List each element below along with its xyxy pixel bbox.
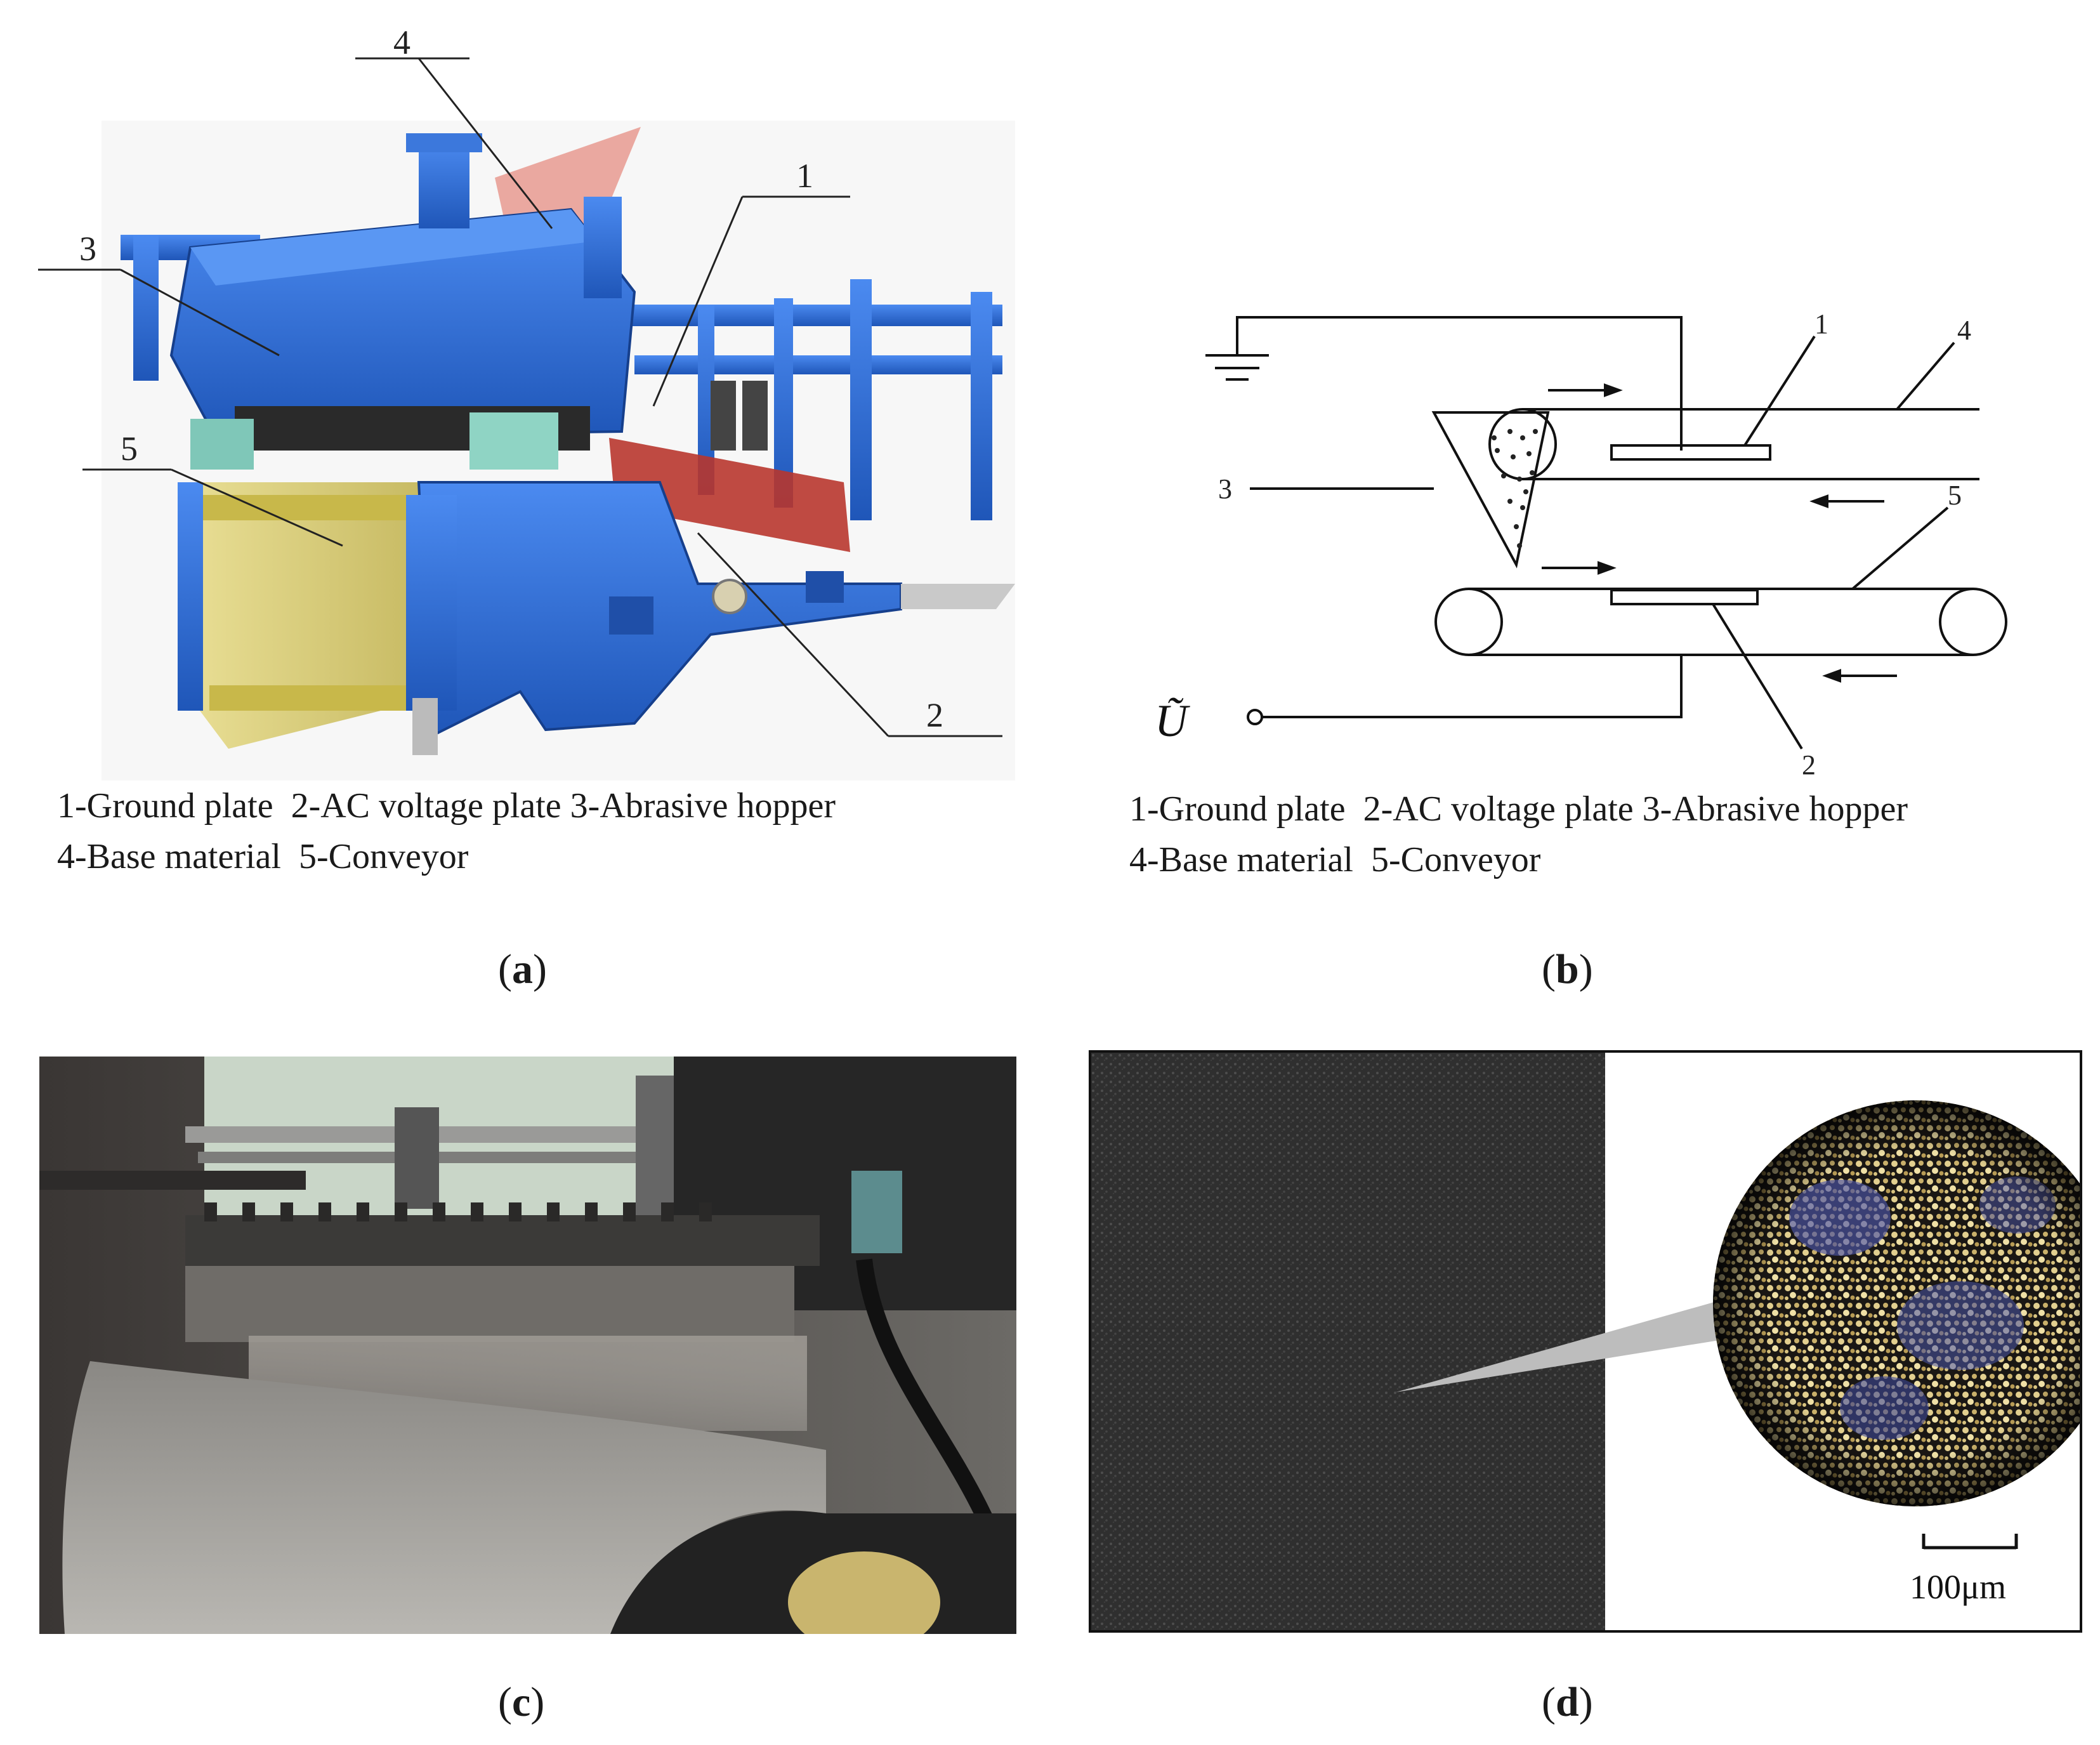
panel-c-label: (c) (498, 1679, 545, 1725)
callout-2: 2 (926, 696, 943, 734)
panel-c-photo (39, 1057, 1016, 1634)
callout-3: 3 (79, 230, 96, 268)
callout-4: 4 (393, 25, 410, 62)
schematic-callout-2: 2 (1802, 749, 1816, 780)
schematic-diagram: 1 4 3 5 2 Ũ (1155, 308, 2007, 780)
callout-1: 1 (796, 157, 813, 195)
scale-bar-label: 100μm (1910, 1568, 2006, 1606)
coating-line-photo (39, 1057, 1016, 1634)
schematic-callout-3: 3 (1218, 473, 1232, 504)
machine-model-illustration: 4 1 3 5 2 (38, 23, 1015, 780)
panel-b: 1 4 3 5 2 Ũ (1104, 241, 2081, 787)
panel-b-caption-line2: 4-Base material 5-Conveyor (1129, 840, 1541, 879)
panel-b-caption-line1: 1-Ground plate 2-AC voltage plate 3-Abra… (1129, 789, 1908, 829)
callout-5: 5 (121, 430, 138, 468)
schematic-callout-5: 5 (1948, 480, 1962, 511)
panel-a-caption-line1: 1-Ground plate 2-AC voltage plate 3-Abra… (57, 786, 836, 826)
panel-d-label: (d) (1542, 1679, 1593, 1725)
panel-a-caption-line2: 4-Base material 5-Conveyor (57, 837, 469, 876)
panel-d-frame: 100μm (1089, 1050, 2082, 1633)
schematic-callout-4: 4 (1957, 315, 1971, 346)
abrasive-surface-micrograph: 100μm (1091, 1053, 2080, 1630)
panel-a-label: (a) (498, 946, 547, 992)
schematic-callout-1: 1 (1815, 308, 1828, 339)
panel-a: 4 1 3 5 2 (25, 23, 1040, 888)
panel-b-label: (b) (1542, 946, 1593, 992)
voltage-symbol: Ũ (1155, 695, 1190, 746)
